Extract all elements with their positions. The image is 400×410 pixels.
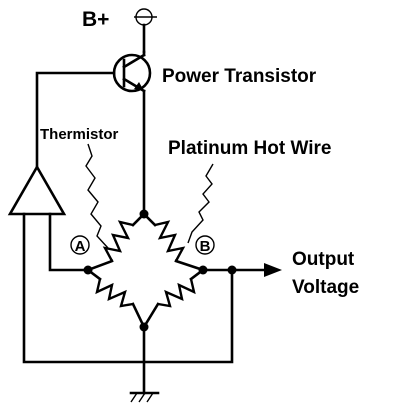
hot-wire-label: Platinum Hot Wire (168, 138, 331, 159)
output-arrow-icon (264, 263, 282, 277)
node-b-label: B (200, 238, 211, 255)
thermistor-leader-line (85, 143, 109, 249)
bridge-resistor-bottom-right (142, 268, 205, 329)
amplifier-icon (7, 164, 67, 216)
output-label-line1: Output (292, 249, 355, 270)
node-a-dot (83, 265, 93, 275)
amplifier-output-wire (35, 71, 116, 169)
hot-wire-leader-line (187, 163, 214, 244)
thermistor-resistor (86, 212, 146, 272)
node-a-label: A (75, 238, 86, 255)
output-label-line2: Voltage (292, 277, 359, 298)
power-transistor-label: Power Transistor (162, 66, 317, 87)
amplifier-input-a-wire (48, 212, 90, 272)
thermistor-label: Thermistor (40, 126, 119, 143)
node-a-marker: A (70, 235, 90, 255)
hot-wire-resistor (142, 212, 205, 272)
node-b-marker: B (195, 235, 215, 255)
bridge-top-node (139, 209, 149, 219)
supply-terminal-icon (134, 8, 157, 26)
amplifier-input-b-wire (22, 212, 234, 364)
bridge-resistor-bottom-left (86, 268, 146, 329)
power-transistor-icon (112, 53, 152, 93)
supply-label: B+ (82, 8, 109, 31)
ground-icon (129, 391, 160, 403)
